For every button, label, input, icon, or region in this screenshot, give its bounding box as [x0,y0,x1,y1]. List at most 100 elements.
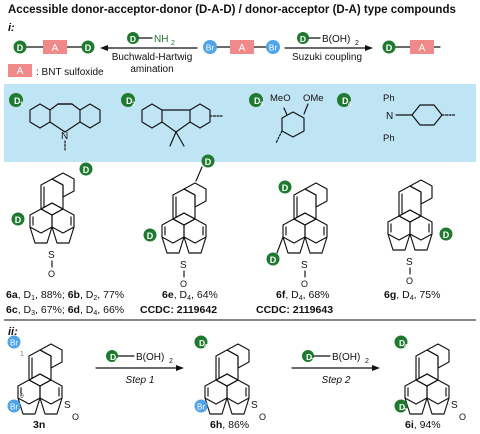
scheme-da-product: D A [382,40,441,54]
svg-text:Buchwald-Hartwig: Buchwald-Hartwig [112,52,193,63]
svg-text:9: 9 [20,393,24,400]
svg-text:Br: Br [10,403,18,412]
scheme-dad-product: D A D [13,40,95,54]
svg-text:CCDC: 2119643: CCDC: 2119643 [256,304,333,316]
section-i-label: i: [8,22,15,34]
svg-text:2: 2 [169,358,173,365]
donor-d4-triphenylamine: D 4 Ph N Ph [337,93,457,144]
legend-bnt: A : BNT sulfoxide [8,64,104,78]
svg-text:S: S [301,260,308,271]
svg-text:D: D [17,43,24,53]
svg-text:A: A [239,43,246,54]
svg-text:D: D [254,96,261,106]
svg-text:2: 2 [132,102,136,108]
svg-text:S: S [64,400,71,411]
svg-text:D: D [85,43,92,53]
svg-text:: BNT sulfoxide: : BNT sulfoxide [36,67,104,78]
svg-text:D: D [386,43,393,53]
step1-arrow: D 4 B(OH) 2 Step 1 [95,350,184,386]
molecule-3n: S O Br 1 Br 9 [7,335,79,422]
svg-text:6c, D3, 67%; 6d, D4, 66%: 6c, D3, 67%; 6d, D4, 66% [6,304,124,317]
svg-text:O: O [72,412,79,422]
svg-text:6a, D1, 88%; 6b, D2, 77%: 6a, D1, 88%; 6b, D2, 77% [6,289,124,302]
svg-text:4: 4 [204,344,208,350]
caption-6g: 6g, D4, 75% [384,289,440,302]
svg-text:D: D [110,352,116,362]
svg-text:O: O [259,412,266,422]
svg-text:N: N [61,131,68,142]
svg-text:D: D [399,402,405,412]
svg-text:O: O [301,279,308,289]
step2-arrow: D 3 B(OH) 2 Step 2 [291,350,380,386]
svg-text:Ph: Ph [383,133,395,144]
svg-text:D: D [282,183,289,193]
bromo-badge [266,40,280,54]
page-title: Accessible donor-acceptor-donor (D-A-D) … [8,4,456,16]
svg-text:6e, D4, 64%: 6e, D4, 64% [162,289,218,302]
svg-text:B(OH): B(OH) [322,34,350,45]
svg-text:1: 1 [20,351,24,358]
svg-text:D: D [205,157,212,167]
svg-text:S: S [406,257,413,268]
caption-6f: 6f, D4, 68% CCDC: 2119643 [256,289,333,316]
donor-badge [13,40,27,54]
svg-text:D: D [126,96,133,106]
molecule-6f: S O D D [266,180,328,289]
svg-text:3: 3 [260,102,264,108]
molecule-6a-6d: S O D D [11,162,93,279]
svg-text:D: D [14,96,21,106]
bromo-badge [203,40,217,54]
svg-text:D: D [270,255,277,265]
svg-text:3: 3 [311,358,314,364]
svg-text:2: 2 [365,358,369,365]
svg-text:D: D [15,215,22,225]
svg-text:MeO: MeO [270,93,291,104]
svg-text:amination: amination [130,64,173,75]
svg-text:O: O [406,276,413,286]
svg-text:6g, D4, 75%: 6g, D4, 75% [384,289,440,302]
label-3n: 3n [33,419,45,431]
svg-text:Br: Br [269,43,278,53]
svg-text:OMe: OMe [303,93,324,104]
svg-text:S: S [48,250,55,261]
svg-text:Step 1: Step 1 [126,375,155,386]
svg-text:S: S [251,400,258,411]
svg-text:D: D [147,231,154,241]
donor-d1-carbazole: D 1 N [9,93,101,151]
suzuki-arrow: D B(OH) 2 Suzuki coupling [284,32,373,63]
svg-text:Br: Br [10,339,18,348]
svg-text:4: 4 [404,344,408,350]
svg-text:2: 2 [355,40,359,47]
section-ii-label: ii: [8,326,18,338]
caption-6e: 6e, D4, 64% CCDC: 2119642 [140,289,218,316]
svg-text:D: D [130,34,136,44]
caption-6a-6d: 6a, D1, 88%; 6b, D2, 77% 6c, D3, 67%; 6d… [6,289,124,317]
svg-text:O: O [180,279,187,289]
svg-text:1: 1 [20,102,24,108]
donor-panel [4,84,476,162]
donor-d2-fluorene: D 2 [121,93,223,147]
label-6i: 6i, 94% [405,419,441,431]
svg-text:Br: Br [206,43,215,53]
svg-text:CCDC: 2119642: CCDC: 2119642 [140,304,217,316]
svg-text:Br: Br [197,403,205,412]
label-6h: 6h, 86% [210,419,249,431]
svg-text:D: D [83,165,90,175]
svg-text:N: N [386,111,393,122]
scheme-dibromo-acceptor: Br A Br [203,40,280,54]
svg-text:B(OH): B(OH) [136,352,164,363]
svg-text:Step 2: Step 2 [322,375,351,386]
molecule-6e: S O D D [143,154,215,289]
svg-text:D: D [443,230,450,240]
svg-text:3: 3 [404,408,407,414]
svg-text:NH: NH [154,34,168,45]
svg-text:O: O [459,412,466,422]
svg-text:D: D [399,338,405,348]
svg-text:Ph: Ph [383,93,395,104]
svg-text:S: S [451,400,458,411]
svg-text:D: D [300,34,306,44]
svg-text:O: O [48,269,55,279]
donor-d3-dimethoxyphenyl: D 3 MeO OMe [249,93,324,144]
svg-text:6f, D4, 68%: 6f, D4, 68% [276,289,330,302]
